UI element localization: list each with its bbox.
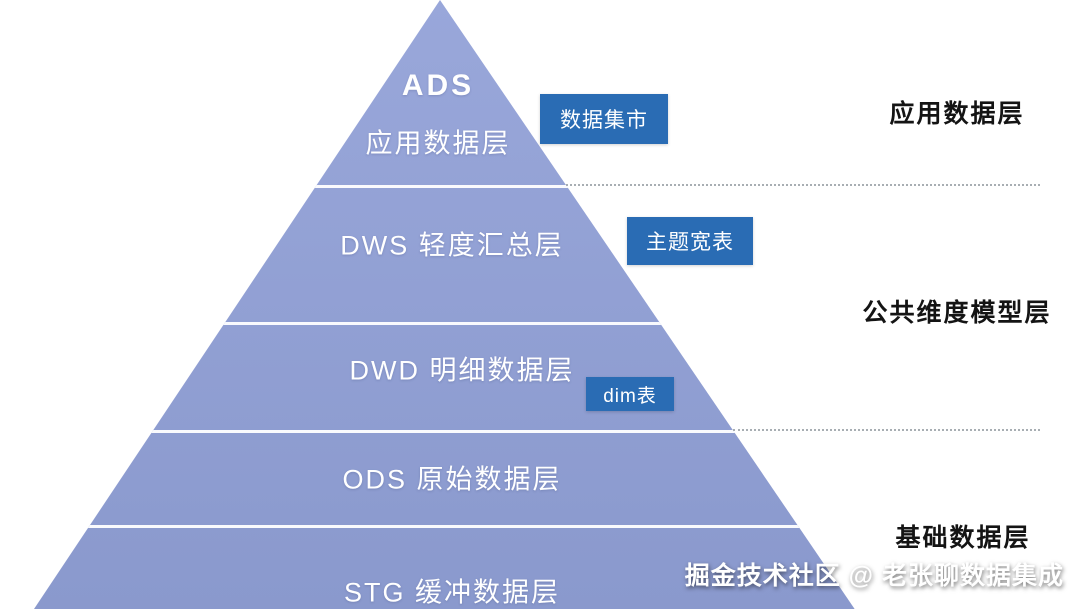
- badge-dim-table: dim表: [586, 377, 674, 411]
- layer-ads-label: 应用数据层: [365, 128, 511, 159]
- layer-dws-label: DWS 轻度汇总层: [340, 230, 564, 261]
- watermark: 掘金技术社区 @ 老张聊数据集成: [684, 562, 1064, 590]
- pyramid-divider-3: [0, 430, 920, 433]
- layer-stg-label: STG 缓冲数据层: [343, 577, 561, 608]
- layer-ads-acronym: ADS: [401, 69, 475, 102]
- layer-ods-label: ODS 原始数据层: [342, 464, 562, 495]
- pyramid-divider-1: [0, 185, 920, 188]
- pyramid-divider-2: [0, 322, 920, 325]
- zone-label-base-data-layer: 基础数据层: [895, 524, 1031, 552]
- zone-divider-top: [566, 184, 1040, 186]
- badge-subject-wide-table: 主题宽表: [627, 217, 753, 265]
- zone-label-application-data-layer: 应用数据层: [889, 100, 1025, 128]
- badge-data-mart: 数据集市: [540, 94, 668, 144]
- layer-dwd-label: DWD 明细数据层: [349, 355, 575, 386]
- zone-divider-bottom: [733, 429, 1040, 431]
- zone-label-common-dimension-model-layer: 公共维度模型层: [862, 299, 1052, 327]
- pyramid-divider-4: [0, 525, 920, 528]
